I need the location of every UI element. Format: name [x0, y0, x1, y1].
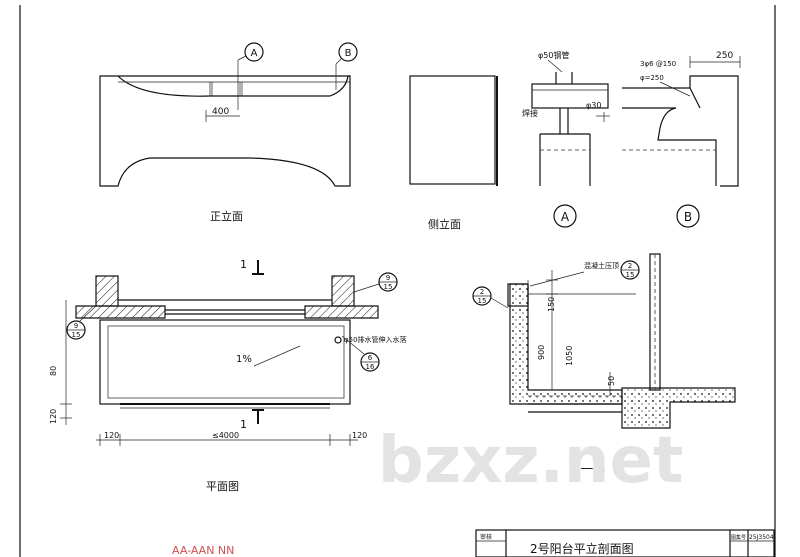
section-title: 1 — 1: [568, 461, 606, 476]
detail-b-circle: [676, 204, 700, 228]
marker-a-circle: [244, 42, 264, 62]
svg-text:15: 15: [384, 283, 393, 291]
plan-view: 1 1 1% φ50排水管伸入水落 9 15 9 15 6 16: [49, 258, 407, 493]
svg-text:2: 2: [480, 288, 484, 296]
side-elevation: 侧立面: [409, 75, 498, 231]
marker-a-label: A: [251, 48, 258, 59]
section-dim-50: 50: [607, 376, 616, 386]
svg-text:6: 6: [368, 354, 373, 362]
detail-b-dim-250: 250: [716, 51, 733, 61]
svg-text:15: 15: [72, 331, 81, 339]
detail-a-bar-note: φ30: [586, 101, 601, 110]
section-ref-left: 2 15: [472, 286, 509, 309]
plan-dim-left: 120: [104, 431, 119, 440]
plan-section-bottom: 1: [240, 418, 247, 431]
plan-ref-topright: 9 15: [353, 272, 398, 293]
plan-slope-label: 1%: [236, 354, 252, 365]
plan-section-top: 1: [240, 258, 247, 271]
plan-dim-mid: ≤4000: [212, 431, 239, 440]
plan-ref-right: 6 16: [341, 335, 380, 372]
plan-dim-v1: 120: [49, 409, 58, 424]
front-dim-400: 400: [212, 107, 229, 117]
drawing-code: 25J3504: [749, 534, 774, 541]
detail-a-label: A: [561, 210, 570, 224]
section-1-1: 150 900 1050 50 混凝土压顶 2 15 2 15 1 — 1: [472, 253, 736, 476]
svg-text:9: 9: [74, 322, 78, 330]
detail-a-circle: [553, 204, 577, 228]
section-note: 混凝土压顶: [584, 261, 619, 270]
plan-drain-note: φ50排水管伸入水落: [344, 335, 407, 344]
drawing-title: 2号阳台平立剖面图: [530, 541, 634, 556]
plan-dim-v2: 80: [49, 366, 58, 376]
detail-a-weld-note: 焊接: [522, 108, 538, 118]
plan-title: 平面图: [206, 480, 239, 493]
detail-a-pipe-note: φ50钢管: [538, 50, 569, 60]
svg-text:15: 15: [478, 297, 487, 305]
detail-a: φ50钢管 焊接 φ30 A: [522, 50, 610, 228]
section-dim-1050: 1050: [565, 346, 574, 366]
title-block: 审核 2号阳台平立剖面图 图集号 25J3504: [475, 529, 775, 557]
marker-b-label: B: [345, 48, 352, 59]
plan-dim-right: 120: [352, 431, 367, 440]
marker-b-circle: [338, 42, 358, 62]
plan-ref-topleft: 9 15: [66, 305, 97, 340]
section-dim-900: 900: [537, 345, 546, 360]
svg-text:9: 9: [386, 274, 390, 282]
svg-text:2: 2: [628, 262, 632, 270]
front-elevation-title: 正立面: [210, 209, 243, 223]
title-block-cell-label: 审核: [480, 533, 492, 541]
svg-text:15: 15: [626, 271, 635, 279]
red-stamp: AA-AAN NN: [172, 544, 234, 557]
svg-text:16: 16: [366, 363, 375, 371]
code-label: 图集号: [731, 534, 746, 541]
front-elevation: A B 400 正立面: [99, 42, 358, 223]
side-elevation-title: 侧立面: [428, 217, 461, 231]
detail-b-label: B: [684, 210, 692, 224]
detail-b: 250 3φ6 @150 φ=250 B: [622, 51, 741, 228]
detail-b-note1: 3φ6 @150: [640, 60, 676, 68]
detail-b-note2: φ=250: [640, 74, 664, 82]
section-ref-top: 2 15: [620, 260, 640, 280]
section-dim-150: 150: [547, 297, 556, 312]
watermark: bzxz.net: [378, 424, 683, 498]
